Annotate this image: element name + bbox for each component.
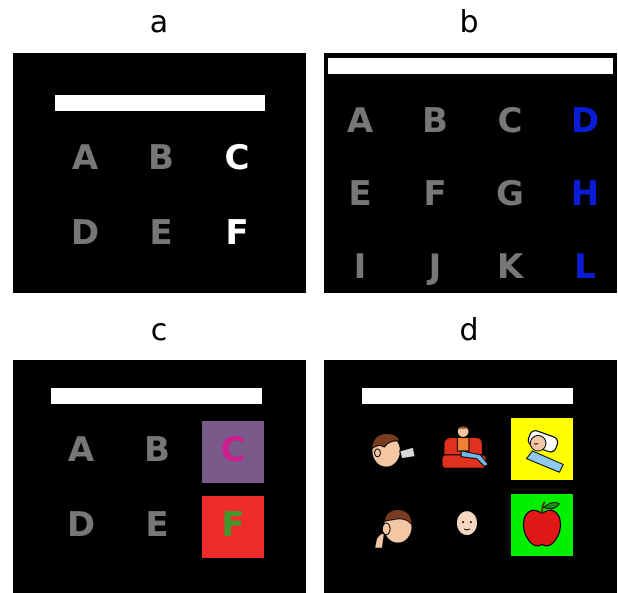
grid-letter-a: A bbox=[330, 104, 390, 138]
grid-letter-i: I bbox=[330, 250, 390, 284]
text-output-bar bbox=[362, 388, 573, 404]
grid-letter-d: D bbox=[51, 508, 111, 542]
svg-text:♪: ♪ bbox=[367, 503, 373, 514]
face-up-down-arrows-icon bbox=[438, 496, 496, 554]
grid-letter-b: B bbox=[405, 104, 465, 138]
person-drinking-icon bbox=[363, 420, 421, 478]
grid-letter-c: C bbox=[207, 141, 267, 175]
person-resting-armchair-icon bbox=[438, 420, 496, 478]
grid-letter-b: B bbox=[127, 433, 187, 467]
tile-baby-sleeping bbox=[511, 418, 573, 480]
person-listening-music-icon: ♪ ♫ bbox=[363, 496, 421, 554]
tile-person-drinking bbox=[361, 418, 423, 480]
grid-letter-e: E bbox=[127, 508, 187, 542]
grid-letter-a: A bbox=[51, 433, 111, 467]
grid-letter-c: C bbox=[480, 104, 540, 138]
tile-person-listening: ♪ ♫ bbox=[361, 494, 423, 556]
grid-letter-f: F bbox=[207, 216, 267, 250]
grid-letter-l: L bbox=[555, 250, 615, 284]
grid-letter-d: D bbox=[555, 104, 615, 138]
grid-letter-e: E bbox=[131, 216, 191, 250]
grid-letter-f: F bbox=[405, 177, 465, 211]
panel-d: ♪ ♫ bbox=[324, 360, 617, 593]
panel-b-label: b bbox=[449, 8, 489, 38]
panel-a-label: a bbox=[139, 8, 179, 38]
grid-letter-b: B bbox=[131, 141, 191, 175]
svg-text:♫: ♫ bbox=[375, 498, 384, 509]
tile-person-resting bbox=[436, 418, 498, 480]
grid-letter-c: C bbox=[203, 433, 263, 467]
grid-letter-g: G bbox=[480, 177, 540, 211]
grid-letter-f: F bbox=[203, 508, 263, 542]
grid-letter-k: K bbox=[480, 250, 540, 284]
grid-letter-d: D bbox=[55, 216, 115, 250]
grid-letter-e: E bbox=[330, 177, 390, 211]
tile-apple bbox=[511, 494, 573, 556]
grid-letter-a: A bbox=[55, 141, 115, 175]
baby-sleeping-icon bbox=[513, 420, 571, 478]
grid-letter-h: H bbox=[555, 177, 615, 211]
panel-c-label: c bbox=[139, 316, 179, 346]
text-output-bar bbox=[328, 58, 613, 74]
apple-icon bbox=[513, 496, 571, 554]
grid-letter-j: J bbox=[405, 250, 465, 284]
text-output-bar bbox=[55, 95, 265, 111]
text-output-bar bbox=[51, 388, 262, 404]
panel-d-label: d bbox=[449, 316, 489, 346]
tile-face-arrows bbox=[436, 494, 498, 556]
